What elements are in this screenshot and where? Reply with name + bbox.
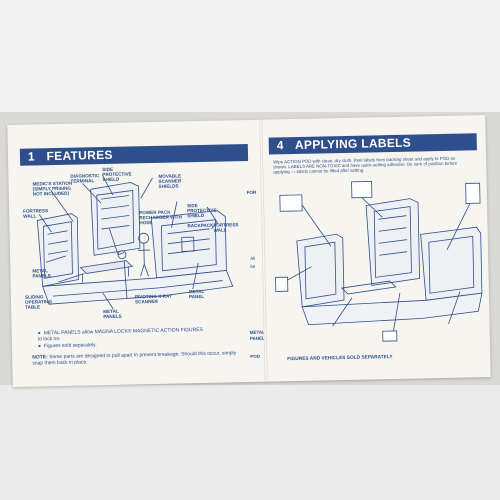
strip-all: All [250,255,256,261]
strip-panel: PANEL [249,335,265,342]
labels-section-title: APPLYING LABELS [294,135,412,153]
background-top [0,0,500,112]
label-fortress-wall-right: FORTRESS WALL [213,222,239,233]
instruction-sheet: 1 FEATURES [7,115,491,387]
label-metal-panels-1: METAL PANELS [32,268,51,279]
features-page: 1 FEATURES [7,120,265,387]
strip-be: be [250,263,256,269]
label-sliding-operating-table: SLIDING OPERATING TABLE [24,294,53,311]
applying-labels-page: 4 APPLYING LABELS Wipe ACTION POD with c… [262,115,490,382]
bullet-text-2: Figures sold separately. [43,342,97,350]
label-fortress-wall-left: FORTRESS WALL [23,208,49,219]
labels-footer: FIGURES AND VEHICLES SOLD SEPARATELY [287,355,393,363]
features-illustration [36,174,234,310]
strip-pod: POD [250,353,261,359]
label-metal-panel: METAL PANEL [188,288,205,300]
background-bottom [0,385,500,500]
labels-intro: Wipe ACTION POD with clean, dry cloth. P… [273,155,458,175]
strip-for: FOR [246,189,257,196]
label-power-pack-recharger: POWER PACK RECHARGER WITH HOSE [139,209,182,226]
breakage-note: NOTE: Some parts are designed to pull ap… [32,350,242,366]
label-side-protective-shield-2: SIDE PROTECTIVE SHIELD [186,203,217,219]
section-number-4: 4 [276,138,284,153]
strip-metal: METAL [249,329,265,336]
labels-illustration [275,181,483,342]
label-side-protective-shield-1: SIDE PROTECTIVE SHIELD [102,166,132,183]
section-number: 1 [27,149,36,164]
label-pivoting-xray-scanner: PIVOTING X-RAY SCANNER [134,293,172,305]
label-medics-station: MEDIC'S STATION (simply PRISING not incl… [32,180,73,197]
note-text: Some parts are designed to pull apart to… [32,350,237,367]
label-movable-scanner-shields: MOVABLE SCANNER SHIELDS [158,173,182,190]
features-header: 1 FEATURES [19,144,249,166]
label-metal-panels-2: METAL PANELS [103,308,122,320]
section-title: FEATURES [46,147,113,164]
labels-header: 4 APPLYING LABELS [268,133,477,155]
